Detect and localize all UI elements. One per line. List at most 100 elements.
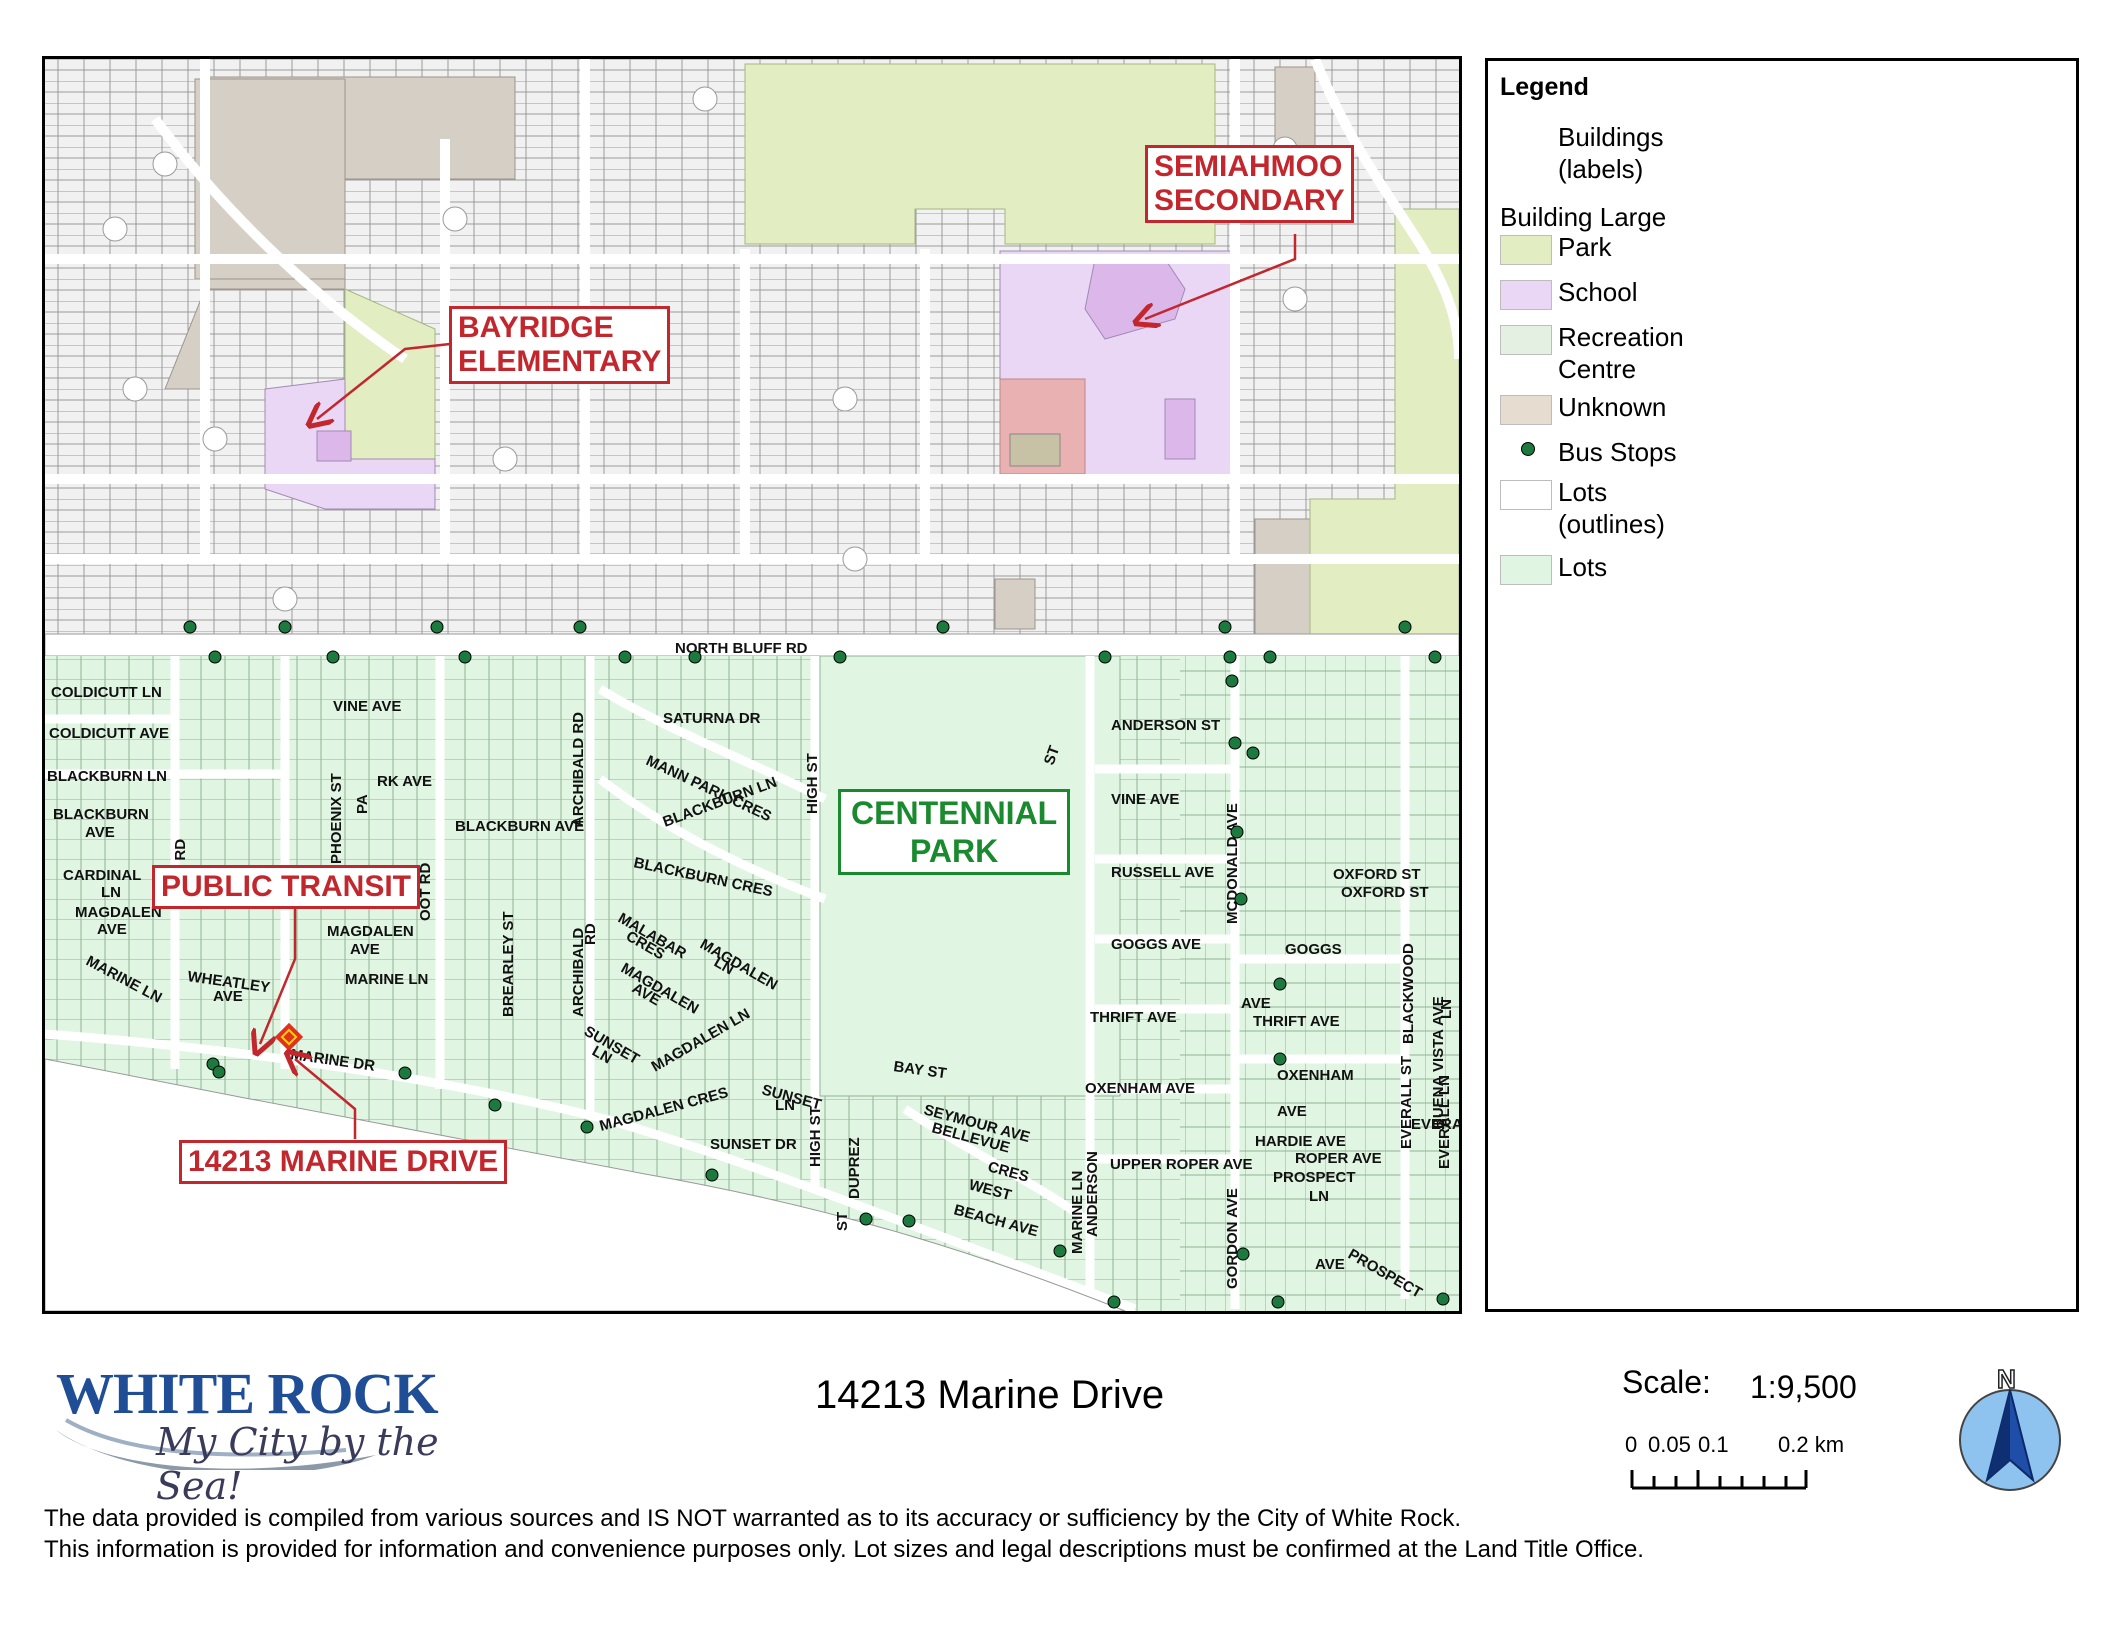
legend-item-label: Recreation Centre [1558, 322, 1684, 384]
bus-stop-dot[interactable] [1398, 620, 1412, 634]
north-arrow-icon [1959, 1389, 2061, 1491]
bus-stop-dot[interactable] [833, 650, 847, 664]
street-label: BLACKBURN AVE [455, 818, 584, 835]
street-label: AVE [1277, 1103, 1307, 1120]
bus-stop-dot[interactable] [1053, 1244, 1067, 1258]
street-label: PHOENIX ST [328, 773, 345, 864]
bus-stop-dot[interactable] [688, 650, 702, 664]
street-label: RD [582, 923, 599, 945]
bus-stop-dot[interactable] [1230, 825, 1244, 839]
bus-stop-dot[interactable] [1223, 650, 1237, 664]
legend-bus-stop-icon [1521, 442, 1535, 456]
bus-stop-dot[interactable] [1234, 892, 1248, 906]
bus-stop-dot[interactable] [936, 620, 950, 634]
bus-stop-dot[interactable] [1236, 1247, 1250, 1261]
bus-stop-dot[interactable] [488, 1098, 502, 1112]
street-label: ST [834, 1212, 851, 1231]
street-label: THRIFT AVE [1253, 1013, 1340, 1030]
south-roads [45, 656, 1410, 1311]
bus-stop-dot[interactable] [183, 620, 197, 634]
legend-title: Legend [1500, 73, 1589, 101]
bus-stop-dot[interactable] [618, 650, 632, 664]
bus-stop-dot[interactable] [208, 650, 222, 664]
semiahmoo-secondary-label: SEMIAHMOO SECONDARY [1154, 150, 1345, 217]
logo-wave-icon [56, 1418, 376, 1470]
centennial-park-callout[interactable]: CENTENNIAL PARK [838, 789, 1071, 875]
street-label: LN [1309, 1188, 1329, 1205]
scale-tick-0: 0 [1625, 1432, 1638, 1457]
bus-stop-dot[interactable] [902, 1214, 916, 1228]
street-label: AVE [85, 824, 115, 841]
street-label: AVE [213, 988, 243, 1005]
bus-stop-dot[interactable] [1263, 650, 1277, 664]
street-label: LN [775, 1097, 795, 1114]
bus-stop-dot[interactable] [1436, 1292, 1450, 1306]
bus-stop-dot[interactable] [859, 1212, 873, 1226]
disclaimer-line-1: The data provided is compiled from vario… [44, 1505, 1462, 1532]
street-label: BLACKBURN [53, 806, 149, 823]
bus-stop-dot[interactable] [1273, 977, 1287, 991]
street-label: BREARLEY ST [500, 911, 517, 1017]
street-label: AVE [1241, 995, 1271, 1012]
logo-tagline: My City by the Sea! [156, 1420, 439, 1508]
scale-tick-01: 0.1 [1698, 1432, 1729, 1457]
legend-item-label: School [1558, 277, 1638, 307]
bus-stop-dot[interactable] [1228, 736, 1242, 750]
street-label: ANDERSON ST [1111, 717, 1220, 734]
street-label: MARINE LN [345, 971, 428, 988]
semiahmoo-secondary-callout[interactable]: SEMIAHMOO SECONDARY [1145, 145, 1354, 223]
street-label: AVE [350, 941, 380, 958]
logo-main-text: WHITE ROCK [56, 1361, 439, 1426]
bus-stop-dot[interactable] [458, 650, 472, 664]
street-label: LN [101, 884, 121, 901]
bus-stop-dot[interactable] [705, 1168, 719, 1182]
street-label: THRIFT AVE [1090, 1009, 1177, 1026]
street-label: HARDIE AVE [1255, 1133, 1346, 1150]
street-label: OXFORD ST [1333, 866, 1421, 883]
legend-swatch [1500, 555, 1552, 585]
street-label: COLDICUTT AVE [49, 725, 169, 742]
legend-swatch [1500, 325, 1552, 355]
bayridge-elementary-callout[interactable]: BAYRIDGE ELEMENTARY [449, 306, 671, 384]
bus-stop-dot[interactable] [573, 620, 587, 634]
legend-item-label: Unknown [1558, 392, 1667, 422]
bus-stop-dot[interactable] [1246, 746, 1260, 760]
bus-stop-dot[interactable] [278, 620, 292, 634]
north-label: N [1996, 1363, 2016, 1395]
street-label: OXENHAM AVE [1085, 1080, 1195, 1097]
park-areas [324, 63, 1459, 635]
east-lots [1180, 656, 1459, 1311]
bus-stop-dot[interactable] [212, 1065, 226, 1079]
street-label: BLACKWOOD [1400, 943, 1417, 1044]
street-label: ARCHIBALD RD [570, 712, 587, 827]
bus-stop-dot[interactable] [1098, 650, 1112, 664]
legend-item-label: Park [1558, 232, 1612, 262]
callout-leaders [260, 234, 1297, 1139]
bus-stop-dot[interactable] [1271, 1295, 1285, 1309]
bus-stop-dot[interactable] [1273, 1052, 1287, 1066]
street-label: EV [45, 59, 65, 63]
street-label: DUPREZ [846, 1137, 863, 1199]
street-label: CARDINAL [63, 867, 141, 884]
bus-stop-dot[interactable] [1225, 674, 1239, 688]
bus-stop-dot[interactable] [430, 620, 444, 634]
street-label: GORDON AVE [1224, 1188, 1241, 1289]
bus-stop-dot[interactable] [1428, 650, 1442, 664]
subject-property-marker[interactable] [274, 1022, 304, 1052]
disclaimer-line-2: This information is provided for informa… [44, 1536, 1644, 1563]
public-transit-callout[interactable]: PUBLIC TRANSIT [152, 865, 420, 909]
street-label: ST [1041, 744, 1064, 768]
street-label: PA [354, 794, 371, 814]
bus-stop-dot[interactable] [326, 650, 340, 664]
bus-stop-dot[interactable] [580, 1120, 594, 1134]
legend-item-label: Building Large [1500, 202, 1667, 232]
bus-stop-dot[interactable] [1218, 620, 1232, 634]
bus-stop-dot[interactable] [398, 1066, 412, 1080]
address-callout[interactable]: 14213 MARINE DRIVE [179, 1140, 508, 1184]
street-label: SATURNA DR [663, 710, 761, 727]
public-transit-label: PUBLIC TRANSIT [161, 870, 411, 903]
street-label: MAGDALEN [327, 923, 414, 940]
bus-stop-dot[interactable] [1107, 1295, 1121, 1309]
